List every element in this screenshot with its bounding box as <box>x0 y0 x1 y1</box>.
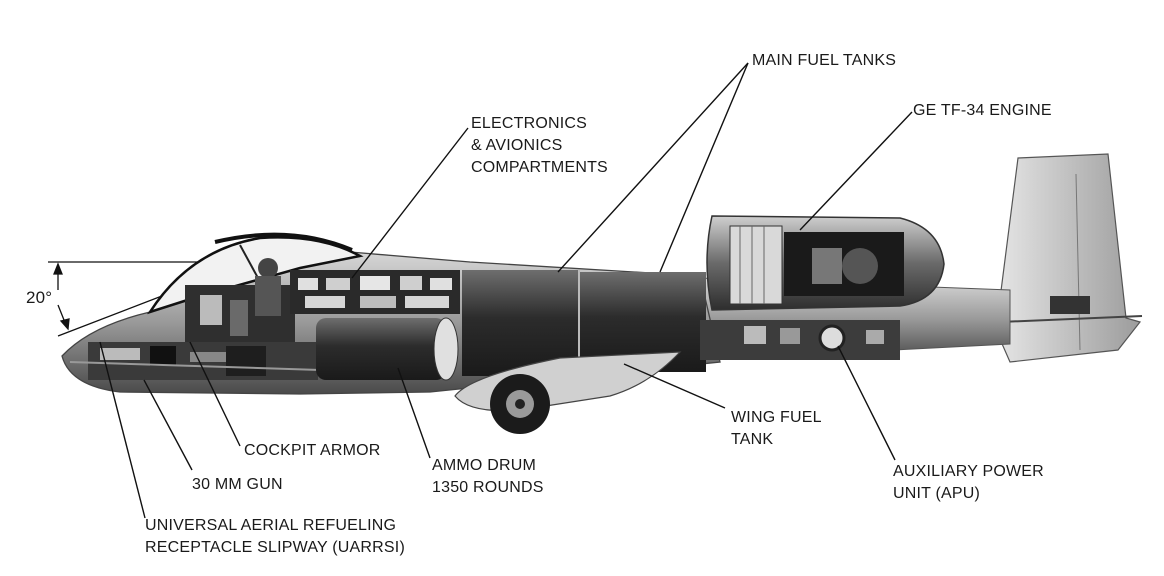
label-cockpit-armor: COCKPIT ARMOR <box>244 442 381 459</box>
label-electronics-avionics: ELECTRONICS & AVIONICS COMPARTMENTS <box>471 115 608 176</box>
leader-lines <box>99 62 913 519</box>
tail-fin <box>995 153 1143 363</box>
nose-gun <box>69 342 321 380</box>
engine-nacelle <box>706 215 945 311</box>
ammo-drum <box>316 317 459 381</box>
label-wing-fuel-tank: WING FUEL TANK <box>731 409 822 448</box>
label-apu: AUXILIARY POWER UNIT (APU) <box>893 463 1044 502</box>
main-landing-gear <box>490 374 550 434</box>
label-uarrsi: UNIVERSAL AERIAL REFUELING RECEPTACLE SL… <box>145 517 405 556</box>
apu-bay <box>700 320 900 360</box>
label-ge-engine: GE TF-34 ENGINE <box>913 102 1052 119</box>
label-30mm-gun: 30 MM GUN <box>192 476 283 493</box>
label-canopy-angle: 20° <box>26 288 53 307</box>
label-main-fuel-tanks: MAIN FUEL TANKS <box>752 52 897 69</box>
label-ammo-drum: AMMO DRUM 1350 ROUNDS <box>432 457 544 496</box>
avionics-bay <box>290 270 460 314</box>
cockpit-interior <box>185 258 295 345</box>
